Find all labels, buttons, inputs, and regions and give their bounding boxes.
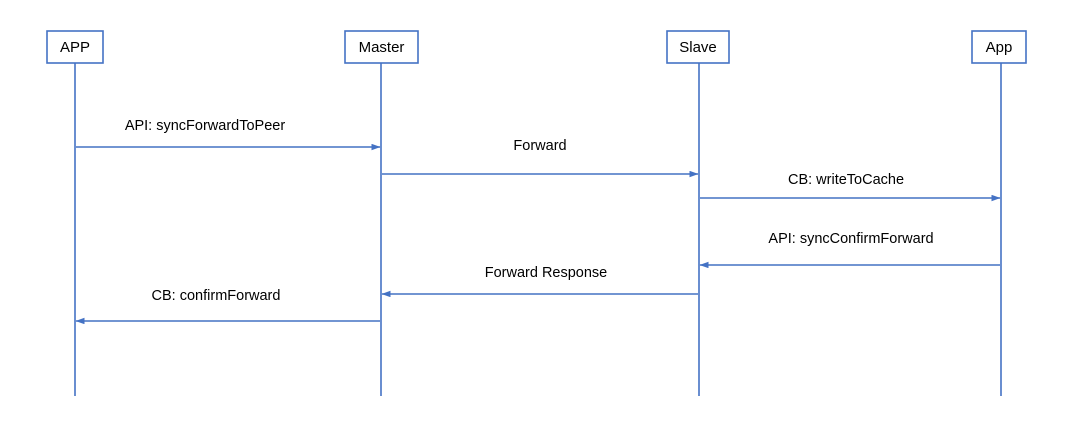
lifeline-label-slave: Slave [679, 39, 717, 56]
message-label-msg-3: CB: writeToCache [788, 172, 904, 188]
message-msg-1[interactable]: API: syncForwardToPeer [76, 118, 381, 151]
lifeline-label-app-left: APP [60, 39, 90, 56]
lifeline-box-app-left[interactable] [46, 30, 104, 64]
message-label-msg-5: Forward Response [485, 265, 608, 281]
message-label-msg-1: API: syncForwardToPeer [125, 118, 286, 134]
lifeline-label-master: Master [359, 39, 405, 56]
lifeline-label-app-right: App [986, 39, 1013, 56]
message-msg-3[interactable]: CB: writeToCache [700, 172, 1001, 202]
lifeline-slave[interactable]: Slave [666, 30, 730, 396]
lifeline-app-left[interactable]: APP [46, 30, 104, 396]
lifeline-box-app-right[interactable] [971, 30, 1027, 64]
lifeline-box-slave[interactable] [666, 30, 730, 64]
message-msg-6[interactable]: CB: confirmForward [75, 288, 380, 325]
lifelines-layer: APP Master Slave App [46, 30, 1027, 396]
message-msg-2[interactable]: Forward [382, 138, 699, 178]
message-label-msg-6: CB: confirmForward [152, 288, 281, 304]
lifeline-app-right[interactable]: App [971, 30, 1027, 396]
message-msg-4[interactable]: API: syncConfirmForward [699, 231, 1000, 269]
message-msg-5[interactable]: Forward Response [381, 265, 698, 298]
lifeline-master[interactable]: Master [344, 30, 419, 396]
message-label-msg-4: API: syncConfirmForward [768, 231, 933, 247]
message-label-msg-2: Forward [513, 138, 566, 154]
lifeline-box-master[interactable] [344, 30, 419, 64]
